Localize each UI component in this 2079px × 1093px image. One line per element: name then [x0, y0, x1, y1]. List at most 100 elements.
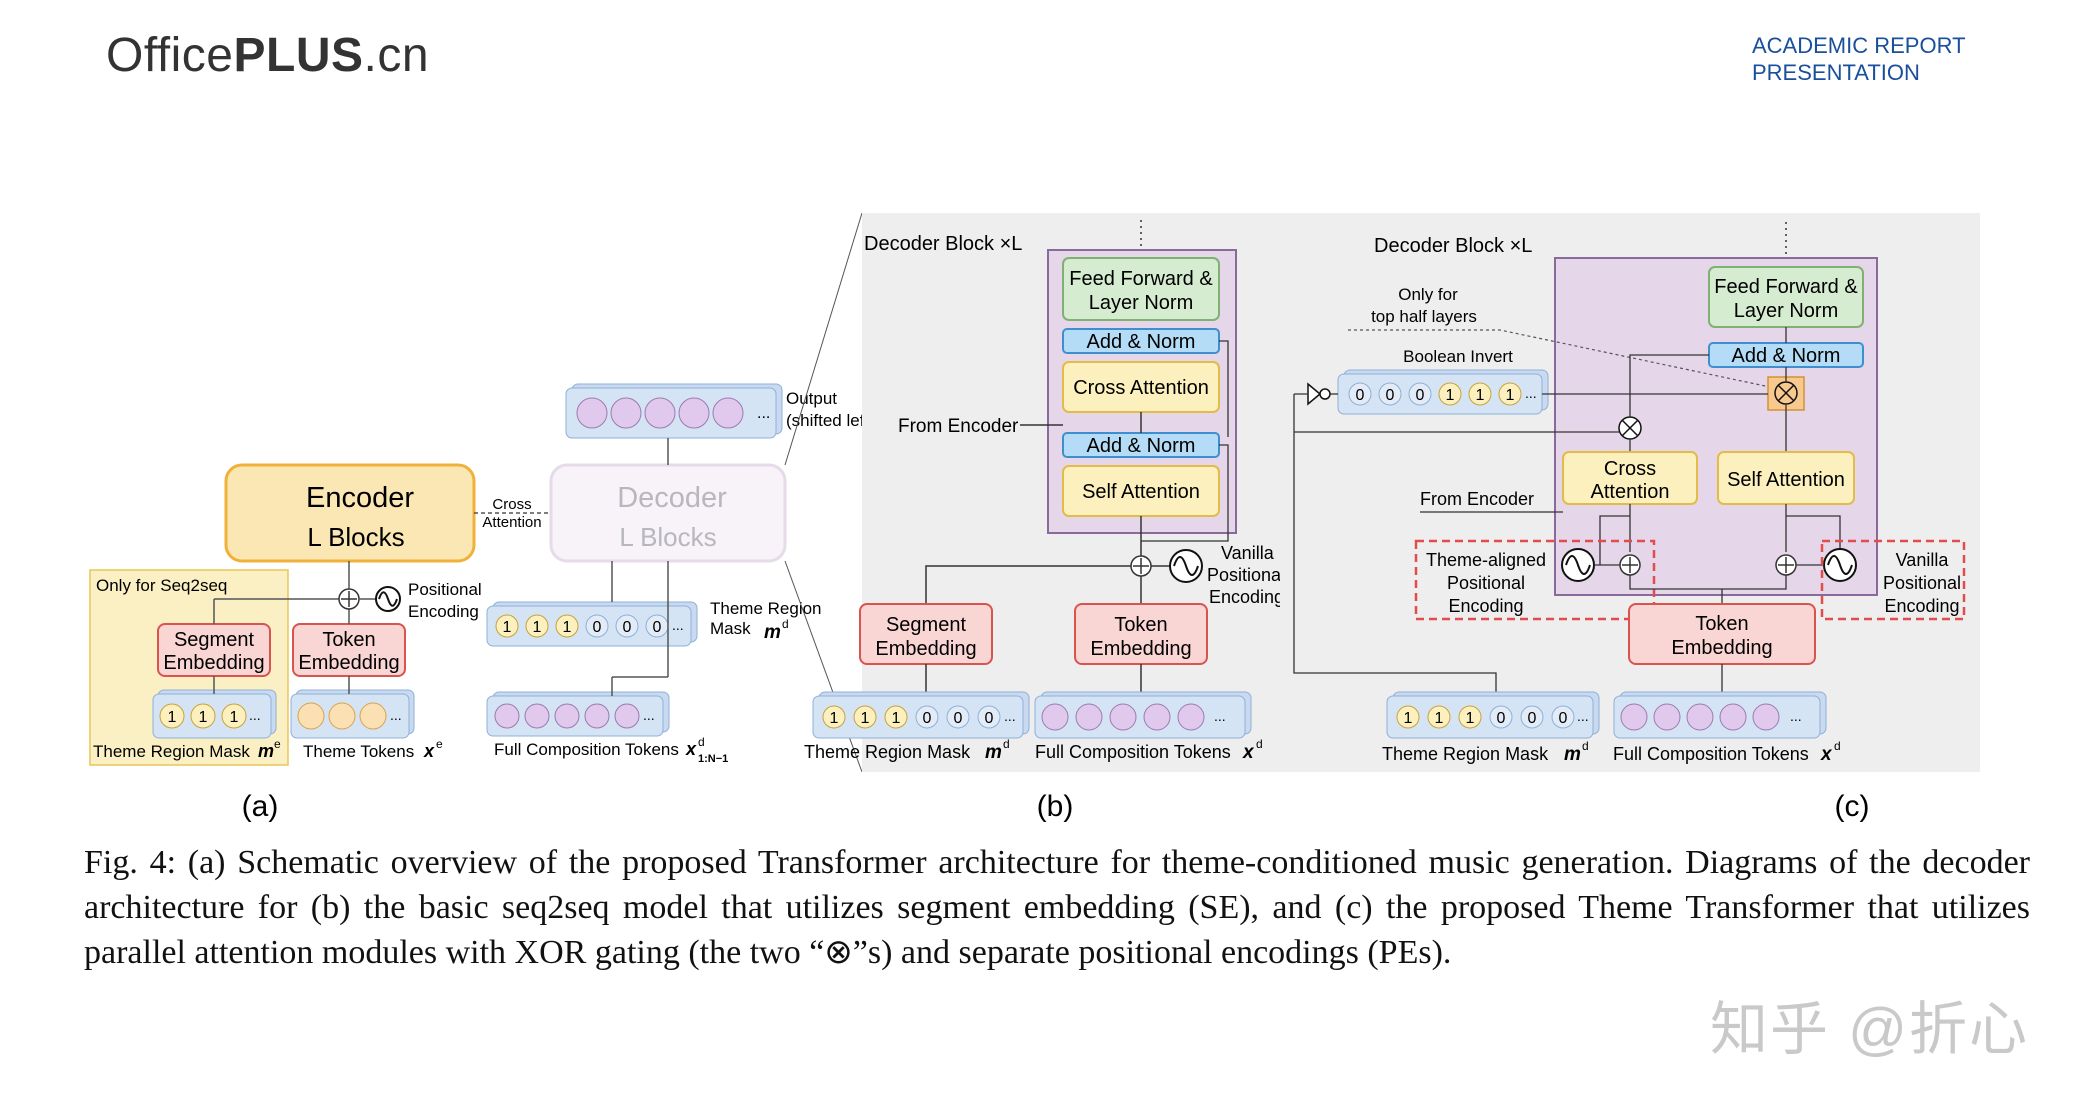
panel-b-label: (b): [1037, 790, 1074, 823]
panel-a: Only for Seq2seq Encoder L Blocks Decode…: [89, 383, 875, 823]
svg-text:...: ...: [249, 707, 261, 723]
svg-text:Positional: Positional: [1883, 573, 1961, 593]
svg-text:0: 0: [1386, 387, 1395, 404]
svg-text:d: d: [782, 617, 789, 631]
svg-text:Embedding: Embedding: [875, 638, 976, 660]
svg-text:d: d: [698, 735, 705, 749]
theme-region-mask-label-a2: Mask: [710, 619, 751, 638]
panel-c-label: (c): [1835, 790, 1870, 823]
vanilla-pe-b-3: Encoding: [1209, 587, 1284, 607]
decoder-mask-tokens: 1 1 1 0 0 0 ...: [486, 601, 698, 647]
svg-text:1: 1: [1476, 387, 1485, 404]
svg-text:m: m: [1564, 744, 1581, 765]
svg-text:1: 1: [892, 710, 901, 727]
svg-text:Add & Norm: Add & Norm: [1087, 435, 1196, 457]
vanilla-pe-dashed: [1820, 539, 1966, 621]
svg-text:1: 1: [1446, 387, 1455, 404]
svg-text:1:N−1: 1:N−1: [698, 753, 728, 765]
svg-text:1: 1: [533, 619, 542, 636]
theme-tokens: ...: [290, 689, 415, 739]
full-tokens-b: ...: [1034, 691, 1252, 739]
svg-text:0: 0: [1356, 387, 1365, 404]
svg-text:1: 1: [861, 710, 870, 727]
svg-text:Token: Token: [1695, 613, 1748, 635]
mask-tokens-b: 1 1 1 0 0 0 ...: [812, 691, 1030, 739]
svg-text:1: 1: [1404, 710, 1413, 727]
encoder-mask-tokens: 1 1 1 ...: [152, 689, 277, 739]
svg-text:1: 1: [830, 710, 839, 727]
tokens-label-b: Full Composition Tokens: [1035, 742, 1231, 762]
svg-text:Add & Norm: Add & Norm: [1732, 345, 1841, 367]
mask-label-b: Theme Region Mask: [804, 742, 971, 762]
svg-text:x: x: [685, 739, 697, 759]
theme-tokens-label: Theme Tokens: [303, 742, 414, 761]
svg-text:...: ...: [672, 617, 684, 633]
svg-text:Encoding: Encoding: [1884, 596, 1959, 616]
svg-text:1: 1: [563, 619, 572, 636]
svg-text:1: 1: [230, 709, 239, 726]
svg-text:1: 1: [1506, 387, 1515, 404]
svg-text:Layer Norm: Layer Norm: [1734, 300, 1838, 322]
panel-b: Decoder Block ×L Feed Forward & Layer No…: [804, 213, 1285, 823]
panel-a-label: (a): [242, 790, 279, 823]
svg-text:0: 0: [923, 710, 932, 727]
mask-tokens-c: 1 1 1 0 0 0 ...: [1386, 691, 1600, 739]
mask-label-c: Theme Region Mask: [1382, 744, 1549, 764]
svg-text:...: ...: [757, 405, 770, 422]
panel-c: Decoder Block ×L Only for top half layer…: [1280, 213, 1980, 823]
svg-text:Positional: Positional: [1447, 573, 1525, 593]
svg-text:Feed Forward &: Feed Forward &: [1069, 268, 1213, 290]
svg-text:Segment: Segment: [886, 614, 966, 636]
svg-text:...: ...: [1214, 708, 1226, 724]
svg-text:1: 1: [503, 619, 512, 636]
encoder-title: Encoder: [306, 482, 414, 514]
svg-text:...: ...: [1790, 708, 1802, 724]
vanilla-pe-b-2: Positional: [1207, 565, 1285, 585]
svg-text:Self Attention: Self Attention: [1727, 469, 1845, 491]
full-composition-label-a: Full Composition Tokens: [494, 740, 679, 759]
svg-text:Embedding: Embedding: [1090, 638, 1191, 660]
svg-text:x: x: [1820, 744, 1833, 765]
svg-text:0: 0: [1416, 387, 1425, 404]
svg-text:...: ...: [1004, 708, 1016, 724]
svg-text:0: 0: [1559, 710, 1568, 727]
zhihu-watermark: 知乎 @折心: [1710, 997, 2029, 1062]
full-composition-tokens-a: ...: [486, 691, 670, 737]
tokens-label-c: Full Composition Tokens: [1613, 744, 1809, 764]
svg-text:0: 0: [623, 619, 632, 636]
full-tokens-c: ...: [1613, 691, 1827, 739]
token-embedding-a-2: Embedding: [298, 652, 399, 674]
feed-forward-b: [1062, 257, 1220, 321]
svg-text:0: 0: [593, 619, 602, 636]
vanilla-pe-b-1: Vanilla: [1221, 543, 1275, 563]
svg-text:Feed Forward &: Feed Forward &: [1714, 276, 1858, 298]
svg-text:m: m: [764, 622, 781, 643]
svg-text:...: ...: [1525, 385, 1537, 401]
svg-text:0: 0: [653, 619, 662, 636]
svg-text:Add & Norm: Add & Norm: [1087, 331, 1196, 353]
figure-caption: Fig. 4: (a) Schematic overview of the pr…: [84, 844, 2030, 971]
officeplus-logo: OfficePLUS.cn: [106, 29, 430, 82]
decoder-sub: L Blocks: [619, 522, 716, 552]
theme-region-mask-label-a: Theme Region Mask: [93, 742, 250, 761]
invert-tokens-c: 0 0 0 1 1 1 ...: [1337, 369, 1549, 415]
svg-text:0: 0: [1528, 710, 1537, 727]
svg-text:Cross: Cross: [1604, 458, 1656, 480]
only-seq2seq-label: Only for Seq2seq: [96, 576, 227, 595]
svg-text:Layer Norm: Layer Norm: [1089, 292, 1193, 314]
cross-attention-label-2: Attention: [482, 514, 541, 531]
svg-text:0: 0: [985, 710, 994, 727]
theme-pe-dashed: [1414, 539, 1656, 621]
svg-text:Attention: Attention: [1591, 481, 1670, 503]
output-label-2: (shifted left): [786, 411, 875, 430]
panel-c-title: Decoder Block ×L: [1374, 235, 1532, 257]
svg-text:x: x: [423, 741, 435, 761]
svg-text:Theme-aligned: Theme-aligned: [1426, 550, 1546, 570]
cross-attention-label-1: Cross: [492, 496, 531, 513]
svg-text:m: m: [258, 741, 274, 761]
decoder-title: Decoder: [617, 482, 727, 514]
report-title: ACADEMIC REPORT PRESENTATION: [1752, 32, 1966, 86]
segment-embedding-a-1: Segment: [174, 629, 254, 651]
svg-text:Self Attention: Self Attention: [1082, 481, 1200, 503]
